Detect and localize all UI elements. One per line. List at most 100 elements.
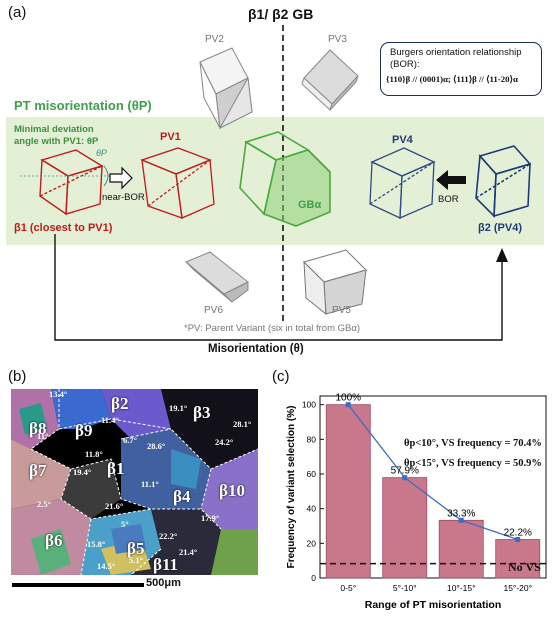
angle-label: 19.1° <box>169 403 188 413</box>
grain-beta4: β4 <box>173 487 191 506</box>
plot-frame <box>319 395 547 579</box>
angle-label: 11.4° <box>101 415 119 425</box>
pt-misorientation-title: PT misorientation (θP) <box>14 98 152 113</box>
trend-point <box>345 402 351 408</box>
panel-a-label: (a) <box>8 4 27 21</box>
micrograph-colors <box>11 389 258 575</box>
angle-label: 13.4° <box>49 389 68 399</box>
angle-label: 28.6° <box>147 441 166 451</box>
grain-beta1: β1 <box>107 459 125 478</box>
pv4-label: PV4 <box>392 134 413 146</box>
pv5-prism <box>303 249 367 316</box>
y-tick-label: 100 <box>302 400 316 410</box>
pv4-cube <box>369 147 436 220</box>
angle-label: 6.7° <box>123 435 138 445</box>
bor-title: Burgers orientation relationship <box>390 47 522 58</box>
chart-labels: 0-5°100%5°-10°57.9%10°-15°33.3%15°-20°22… <box>335 393 532 593</box>
bor-arrow <box>436 170 466 190</box>
grain-beta6: β6 <box>45 531 63 550</box>
near-bor-arrow <box>109 166 133 190</box>
data-label: 22.2% <box>504 528 532 539</box>
ebsd-micrograph: β8 β9 β2 β3 β7 β1 β4 β10 β6 β5 β11 13.4°… <box>11 389 258 575</box>
angle-label: 17.9° <box>201 513 220 523</box>
vs-annotation-2: θp<15°, VS frequency = 50.9% <box>404 458 542 469</box>
x-tick-label: 5°-10° <box>393 583 417 593</box>
pv5-label: PV5 <box>332 305 351 316</box>
angle-label: 22.2° <box>159 531 178 541</box>
grain-beta8: β8 <box>29 419 47 438</box>
pv2-prism <box>199 47 253 130</box>
pv1-label: PV1 <box>160 131 181 143</box>
pv-footnote: *PV: Parent Variant (six in total from G… <box>184 323 361 334</box>
pv3-prism <box>301 49 359 111</box>
grain-beta11: β11 <box>153 555 179 574</box>
bar <box>495 539 541 579</box>
data-label: 57.9% <box>391 466 419 477</box>
misorientation-label: Misorientation (θ) <box>208 343 304 355</box>
bar <box>438 519 484 579</box>
angle-label: 28.1° <box>233 419 252 429</box>
trend-point <box>515 537 521 543</box>
near-bor-label: near-BOR <box>102 192 145 203</box>
angle-label: 15.8° <box>87 539 106 549</box>
bor-relation: {110}β // (0001)α; ⟨111⟩β // ⟨11-20⟩α <box>386 74 518 84</box>
pv3-label: PV3 <box>328 34 347 45</box>
x-axis-label: Range of PT misorientation <box>365 599 502 611</box>
angle-label: 11° <box>37 431 49 441</box>
grain-boundaries <box>30 389 258 575</box>
angle-label: 24.2° <box>215 437 234 447</box>
angle-label: 5.1° <box>129 555 144 565</box>
no-vs-label: No VS <box>508 560 541 574</box>
y-tick-label: 40 <box>307 504 317 514</box>
misorientation-arrowhead <box>496 248 508 262</box>
x-tick-label: 15°-20° <box>503 583 532 593</box>
beta2-label: β2 (PV4) <box>478 222 523 234</box>
beta1-label: β1 (closest to PV1) <box>14 222 113 234</box>
angle-label: 11.1° <box>141 479 159 489</box>
gb-alpha-prism <box>239 131 331 227</box>
angle-label: 19.4° <box>73 467 92 477</box>
grain-beta3: β3 <box>193 403 211 422</box>
bar <box>382 477 428 579</box>
y-tick-label: 20 <box>307 538 317 548</box>
angle-label: 21.4° <box>179 547 198 557</box>
bor-definition-box: Burgers orientation relationship (BOR): … <box>380 42 542 96</box>
angle-label: 14.5° <box>97 561 116 571</box>
gb-alpha-label: GBα <box>298 199 322 211</box>
data-label: 100% <box>335 393 361 404</box>
y-tick-label: 0 <box>311 573 316 583</box>
vs-annotation-1: θp<10°, VS frequency = 70.4% <box>404 438 542 449</box>
panel-b-label: (b) <box>8 368 27 385</box>
grain-beta5: β5 <box>127 539 145 558</box>
min-deviation-text-1: Minimal deviation <box>14 124 94 135</box>
grain-beta9: β9 <box>75 421 93 440</box>
trend-point <box>402 475 408 481</box>
pv1-cube <box>140 147 215 219</box>
pv6-prism <box>185 251 249 303</box>
y-tick-label: 60 <box>307 469 317 479</box>
trend-point <box>458 517 464 523</box>
scale-bar-label: 500μm <box>146 577 181 589</box>
beta2-cube <box>475 145 532 218</box>
angle-label: 11.8° <box>85 449 103 459</box>
min-deviation-text-2: angle with PV1: θP <box>14 136 99 147</box>
grain-beta2: β2 <box>111 394 129 413</box>
y-tick-label: 80 <box>307 434 317 444</box>
pv2-label: PV2 <box>205 34 224 45</box>
x-tick-label: 0-5° <box>340 583 356 593</box>
chart-bars <box>325 404 541 579</box>
panel-c-label: (c) <box>272 368 290 385</box>
chart-line <box>320 402 546 565</box>
scale-bar <box>12 583 144 587</box>
panel-a-diagram <box>20 25 532 341</box>
grain-boundary-title: β1/ β2 GB <box>248 6 314 22</box>
bor-abbrev: (BOR): <box>390 59 420 70</box>
bar <box>325 404 371 579</box>
grain-beta10: β10 <box>219 481 245 500</box>
angle-label: 21.6° <box>105 501 124 511</box>
grain-beta7: β7 <box>29 461 47 480</box>
y-axis-label: Frequency of variant selection (%) <box>286 406 297 569</box>
misorientation-arrow <box>54 234 503 341</box>
